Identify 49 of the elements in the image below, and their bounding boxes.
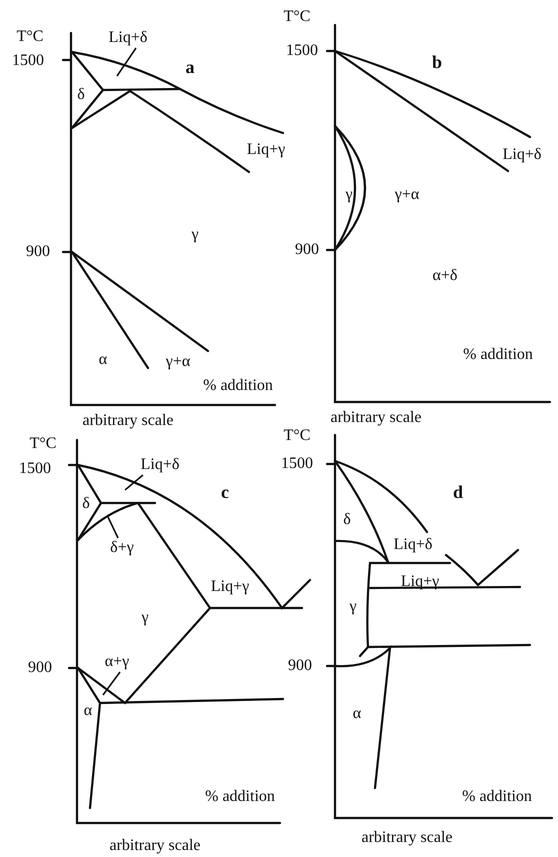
phase-label: α+γ <box>104 653 130 671</box>
tick-label: 1500 <box>286 42 318 60</box>
phase-label: γ+α <box>166 353 190 371</box>
panel-letter: d <box>453 483 463 501</box>
axis-title: T°C <box>30 435 56 453</box>
phase-label: δ <box>82 495 90 513</box>
axis-label: arbitrary scale <box>82 412 174 430</box>
tick-label: 900 <box>26 243 50 261</box>
phase-label: α <box>98 351 108 369</box>
phase-label: Liq+γ <box>210 578 250 596</box>
phase-label: γ <box>349 598 357 616</box>
tick-label: 1500 <box>281 455 313 473</box>
panel-letter: c <box>221 483 229 501</box>
axis-title: T°C <box>284 8 310 26</box>
phase-label: δ+γ <box>110 539 134 557</box>
leader-line <box>116 48 137 76</box>
axis-label: % addition <box>203 377 273 395</box>
phase-label: γ <box>191 226 199 244</box>
phase-label: α+δ <box>432 267 458 285</box>
phase-label: Liq+δ <box>108 29 148 47</box>
phase-label: α <box>352 705 362 723</box>
axis-label: % addition <box>205 788 275 806</box>
phase-label: Liq+δ <box>394 536 432 554</box>
phase-label: Liq+γ <box>246 141 286 159</box>
axis-label: % addition <box>463 346 533 364</box>
tick-label: 1500 <box>19 460 51 478</box>
leader-line <box>107 516 119 538</box>
phase-label: δ <box>77 86 85 104</box>
tick-label: 900 <box>28 659 52 677</box>
phase-label: Liq+δ <box>140 456 180 474</box>
leader-line <box>102 672 121 696</box>
axis-title: T°C <box>16 28 44 46</box>
phase-label: γ+α <box>394 186 420 204</box>
phase-label: δ <box>343 511 351 529</box>
tick-label: 900 <box>288 657 312 675</box>
axis-label: arbitrary scale <box>109 837 201 855</box>
phase-label: γ <box>141 609 149 627</box>
panel-letter: a <box>186 58 194 76</box>
axis-label: % addition <box>462 788 532 806</box>
leader-line <box>124 474 144 491</box>
axis-label: arbitrary scale <box>330 409 422 427</box>
phase-label: Liq+δ <box>502 146 542 164</box>
tick-label: 1500 <box>12 52 44 70</box>
phase-label: α <box>84 702 92 720</box>
panel-letter: b <box>432 53 442 71</box>
phase-label: γ <box>345 186 353 204</box>
axis-title: T°C <box>284 427 310 445</box>
axis-label: arbitrary scale <box>361 829 453 847</box>
tick-label: 900 <box>295 241 319 259</box>
